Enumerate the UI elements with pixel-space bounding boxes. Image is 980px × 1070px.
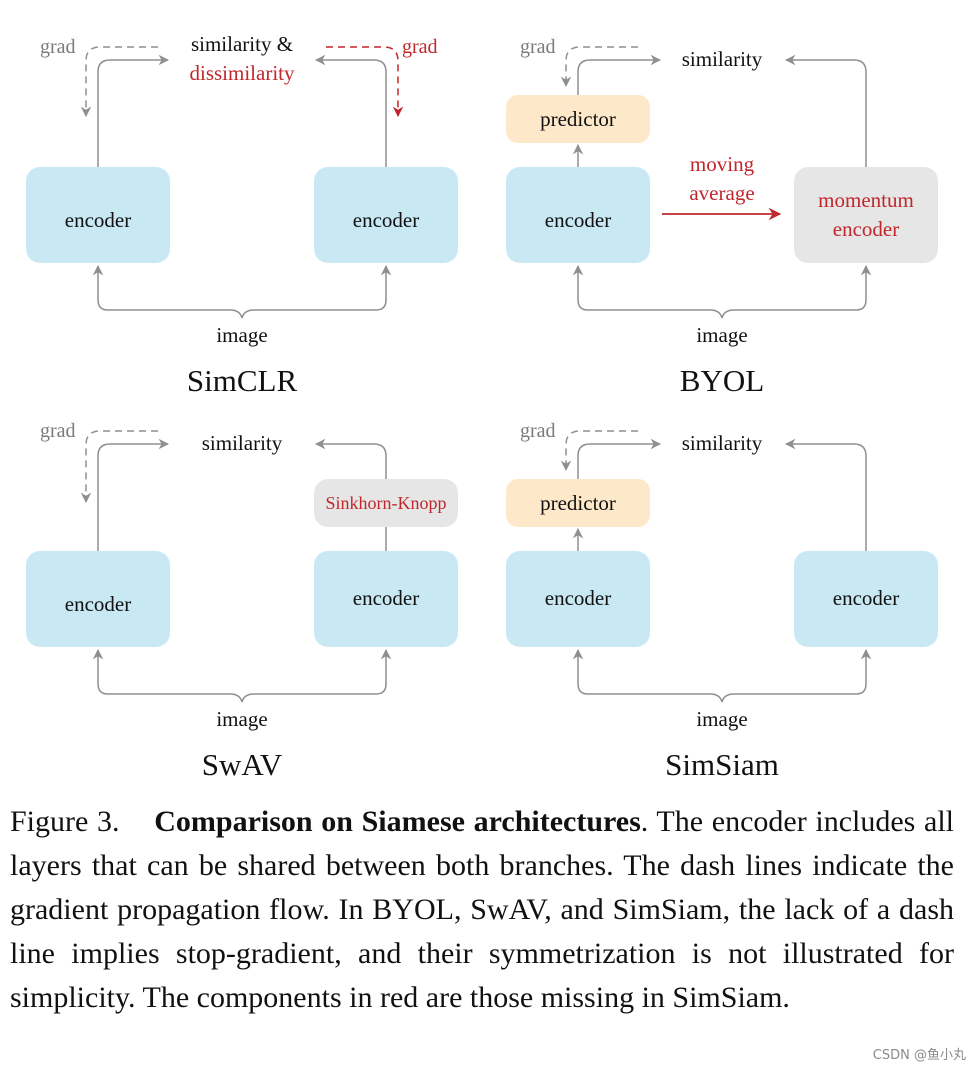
flow-arrow-right	[784, 54, 867, 167]
encoder-box-right	[794, 551, 938, 647]
encoder-box-left	[506, 167, 650, 263]
encoder-label-left: encoder	[545, 586, 611, 610]
image-bracket	[572, 648, 872, 703]
encoder-label-right: encoder	[353, 586, 419, 610]
image-label: image	[216, 323, 267, 347]
momentum-encoder-label: encoder	[833, 217, 899, 241]
csdn-watermark: CSDN @鱼小丸	[872, 1048, 966, 1063]
average-label: average	[689, 181, 754, 205]
encoder-box-left	[26, 167, 170, 263]
grad-label-left: grad	[520, 36, 556, 58]
panel-title: SimCLR	[187, 363, 298, 398]
similarity-label: similarity &	[191, 32, 293, 56]
grad-dash-left	[80, 46, 158, 118]
image-bracket	[92, 648, 392, 703]
caption-label: Figure 3.	[10, 805, 120, 838]
flow-arrow-right	[314, 438, 387, 479]
image-label: image	[696, 707, 747, 731]
flow-arrow-left	[97, 54, 170, 167]
caption-body: . The encoder includes all layers that c…	[10, 805, 955, 1014]
image-label: image	[696, 323, 747, 347]
figure-caption: Figure 3. Comparison on Siamese architec…	[10, 800, 954, 1020]
flow-arrow-right	[784, 438, 867, 551]
panel-simsiam: encoder encoder predictor grad similarit…	[506, 420, 938, 782]
encoder-box-right	[314, 551, 458, 647]
encoder-box-left	[506, 551, 650, 647]
predictor-box	[506, 479, 650, 527]
predictor-label: predictor	[540, 491, 616, 515]
dissimilarity-label: dissimilarity	[190, 61, 296, 85]
similarity-label: similarity	[682, 47, 763, 71]
grad-label-right: grad	[402, 36, 438, 58]
sinkhorn-box	[314, 479, 458, 527]
panel-swav: encoder encoder Sinkhorn-Knopp grad simi…	[26, 420, 458, 782]
image-bracket	[92, 264, 392, 319]
moving-label: moving	[690, 152, 755, 176]
momentum-label: momentum	[818, 188, 914, 212]
encoder-label-right: encoder	[833, 586, 899, 610]
grad-label-left: grad	[40, 36, 76, 58]
grad-dash-left	[560, 430, 638, 472]
predictor-box	[506, 95, 650, 143]
panel-title: BYOL	[680, 363, 764, 398]
flow-arrow-right	[314, 54, 387, 167]
grad-dash-left	[560, 46, 638, 88]
grad-label-left: grad	[40, 420, 76, 442]
panel-simclr: encoder encoder grad grad similarity & d…	[26, 32, 458, 398]
grad-dash-right	[326, 46, 404, 118]
encoder-box-left	[26, 551, 170, 647]
panel-title: SimSiam	[665, 747, 779, 782]
siamese-architectures-diagram: encoder encoder grad grad similarity & d…	[26, 32, 938, 782]
similarity-label: similarity	[202, 431, 283, 455]
flow-arrow-left	[577, 438, 662, 479]
grad-label-left: grad	[520, 420, 556, 442]
flow-arrow-left	[97, 438, 170, 551]
panel-byol: encoder momentum encoder predictor grad …	[506, 36, 938, 398]
encoder-label-left: encoder	[65, 592, 131, 616]
encoder-label-left: encoder	[545, 208, 611, 232]
predictor-label: predictor	[540, 107, 616, 131]
caption-bold-title: Comparison on Siamese architectures	[154, 805, 641, 838]
encoder-label-right: encoder	[353, 208, 419, 232]
image-bracket	[572, 264, 872, 319]
grad-dash-left	[80, 430, 158, 504]
encoder-box-right	[314, 167, 458, 263]
similarity-label: similarity	[682, 431, 763, 455]
flow-arrow-left	[577, 54, 662, 95]
panel-title: SwAV	[202, 747, 283, 782]
momentum-encoder-box	[794, 167, 938, 263]
encoder-label-left: encoder	[65, 208, 131, 232]
image-label: image	[216, 707, 267, 731]
sinkhorn-label: Sinkhorn-Knopp	[326, 493, 447, 513]
